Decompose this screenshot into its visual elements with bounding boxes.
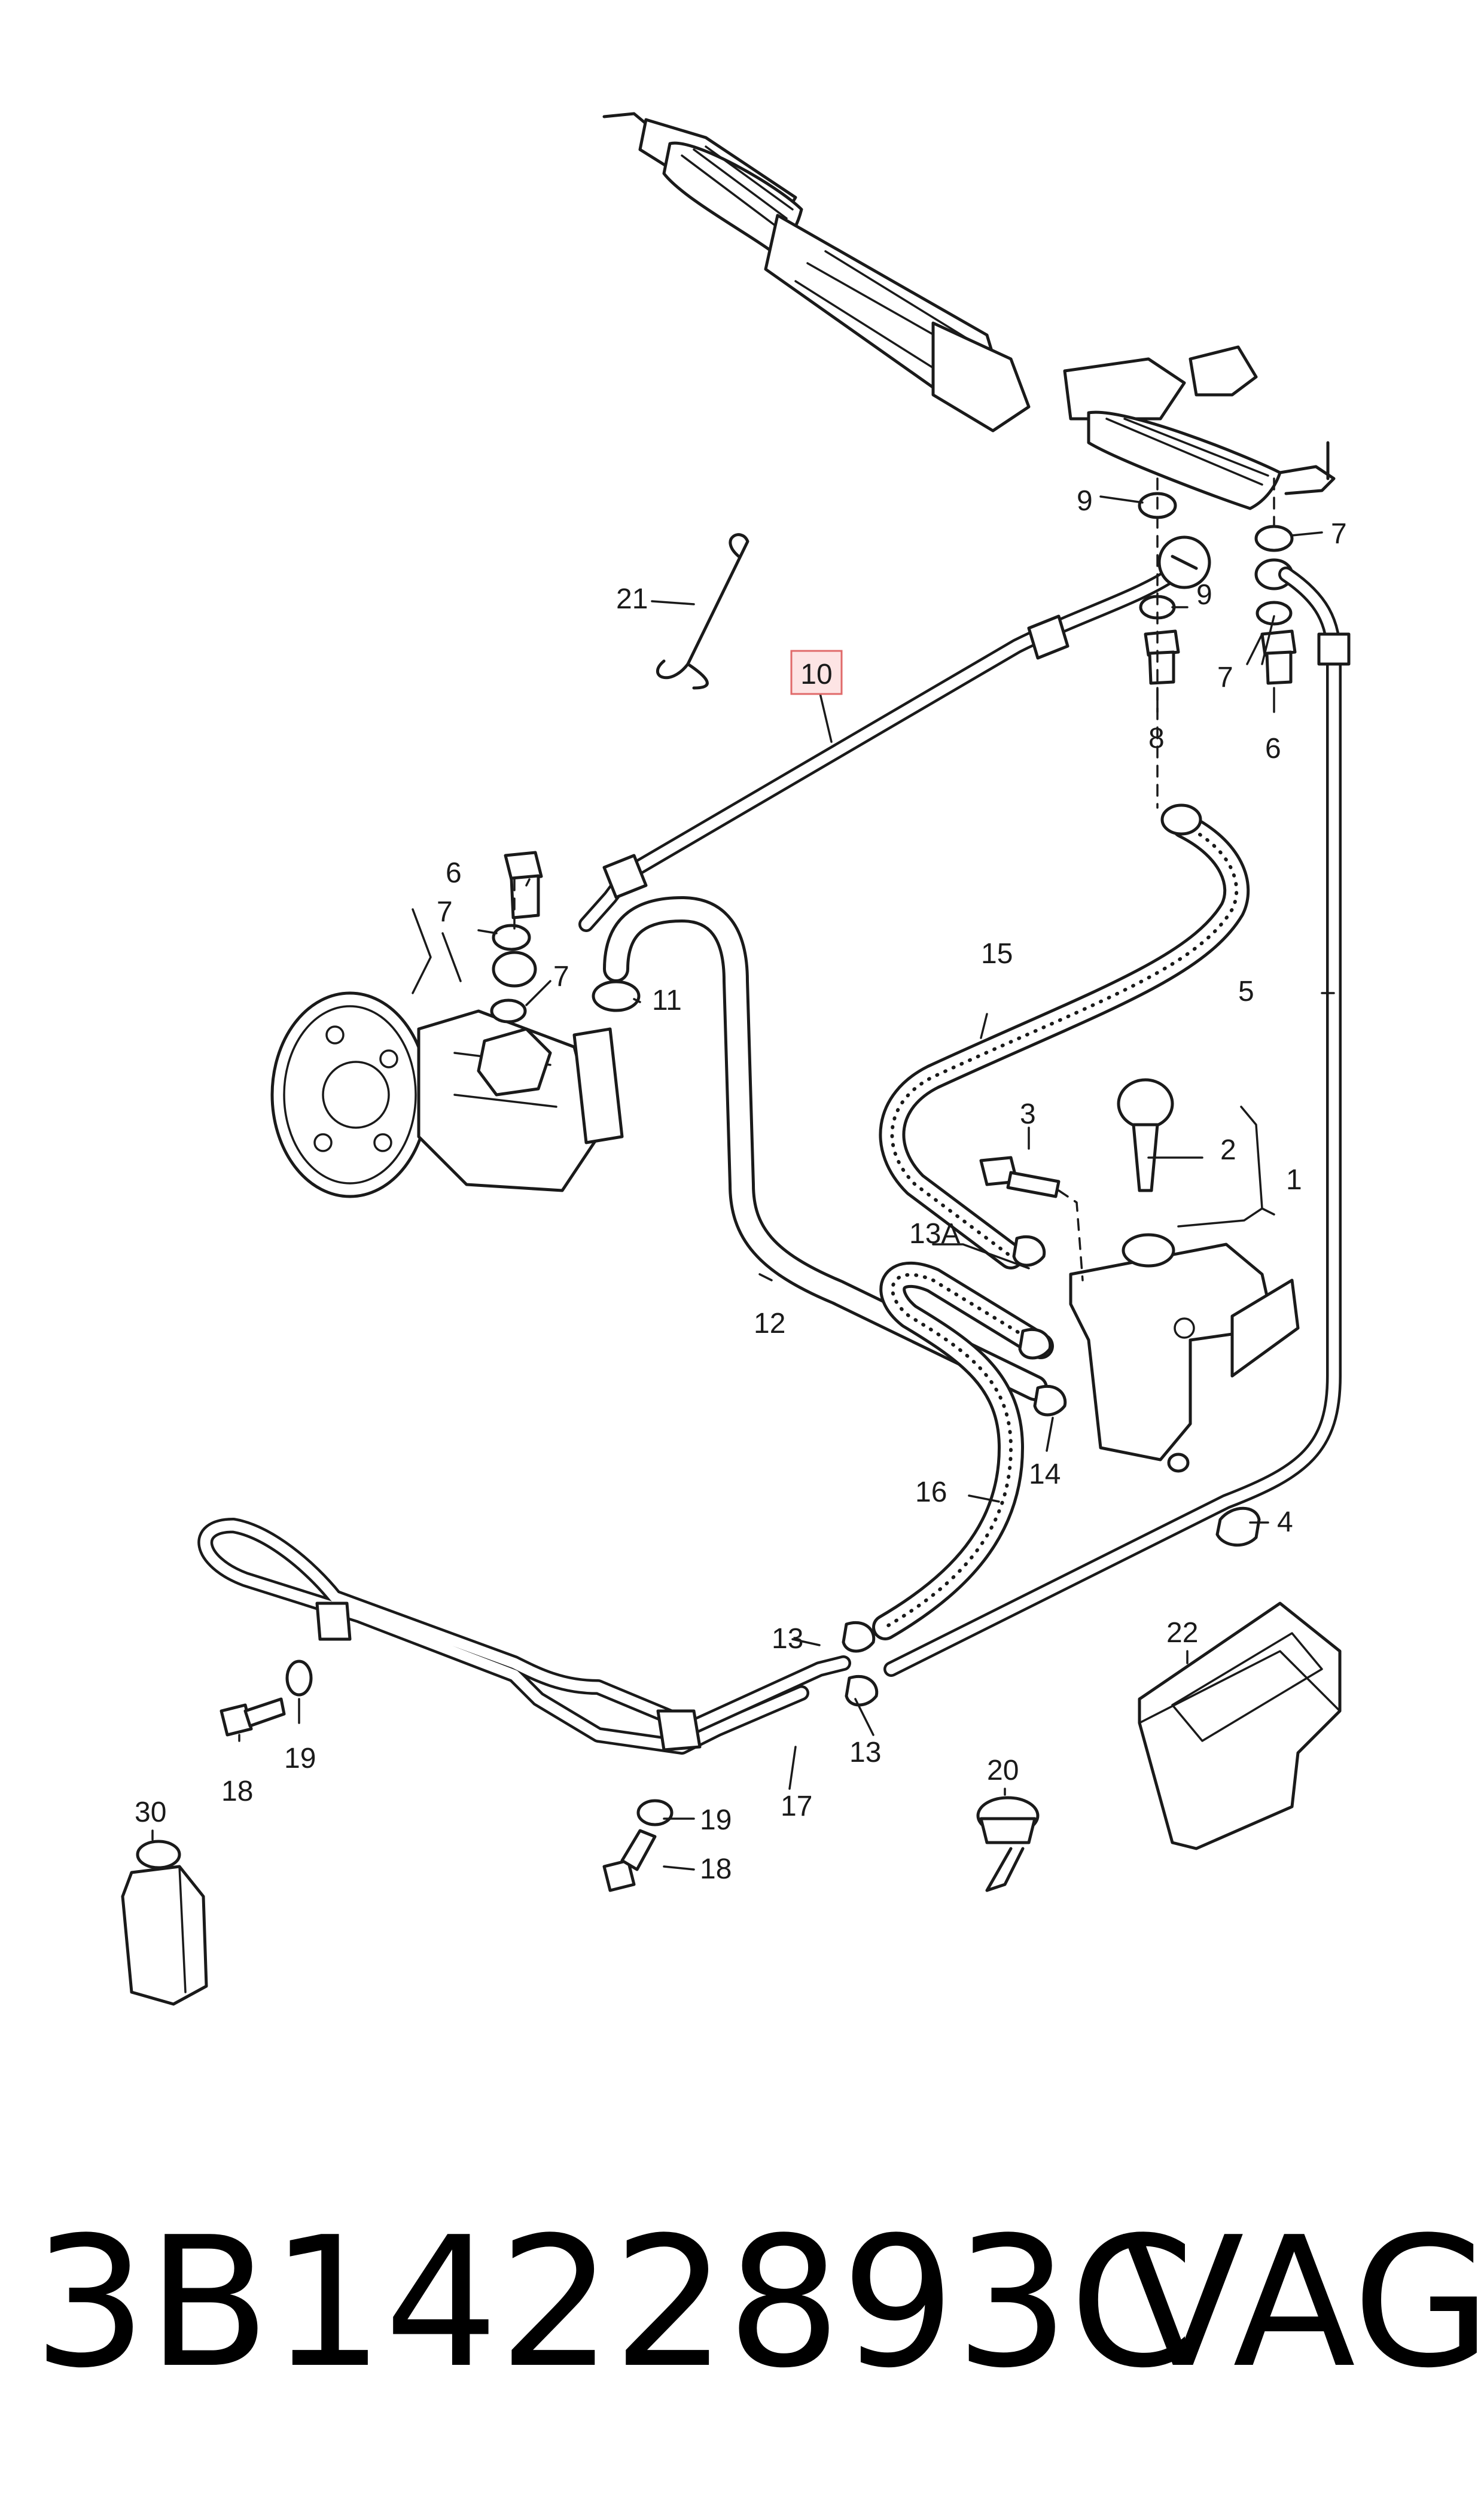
callout-13-lower: 13 (849, 1737, 881, 1768)
hose-clamp-13-lower (845, 1674, 879, 1707)
callout-7-lower-left: 7 (553, 961, 569, 992)
alignment-line-4 (1058, 1189, 1084, 1281)
callout-9-lower: 9 (1196, 579, 1212, 611)
callout-16: 16 (915, 1476, 947, 1508)
callout-1: 1 (1286, 1164, 1302, 1196)
hose-12 (603, 896, 1048, 1401)
power-steering-pump (270, 908, 624, 1198)
callout-20: 20 (987, 1755, 1019, 1786)
callout-19-left: 19 (284, 1743, 316, 1774)
rack-bellows-right (1087, 410, 1282, 510)
return-line-5 (883, 567, 1351, 1677)
callout-7-right-upper: 7 (1331, 518, 1347, 550)
seal-ring-7-right-upper (1254, 525, 1294, 552)
pressure-line-10 (578, 535, 1211, 932)
rack-bellows-left (662, 141, 803, 253)
callout-22: 22 (1166, 1617, 1198, 1649)
hose-15 (879, 803, 1250, 1269)
callout-13-upper: 13 (772, 1623, 803, 1655)
clip-21-shape (656, 533, 749, 690)
part-number: 3B1422893C (33, 2199, 1195, 2407)
banjo-bolt-8 (1144, 629, 1180, 685)
callout-6-right: 6 (1265, 733, 1281, 765)
seal-ring-7-lower-left (490, 998, 527, 1024)
cap-4 (1215, 1506, 1261, 1547)
hose-clamp-14-lower (1033, 1384, 1067, 1417)
hose-clamp-13-upper (842, 1621, 876, 1653)
bolt-18-left (220, 1697, 286, 1737)
callout-14: 14 (1029, 1459, 1061, 1490)
hose-clamp-13A (1012, 1235, 1046, 1267)
seal-ring-7-upper-left (492, 924, 531, 951)
callout-3: 3 (1020, 1098, 1036, 1130)
cooling-line-17 (197, 1518, 851, 1755)
steering-rack (602, 112, 1336, 510)
callout-9-upper: 9 (1077, 485, 1093, 517)
callout-17: 17 (781, 1791, 812, 1822)
callout-15: 15 (981, 938, 1013, 970)
banjo-bolt-6-left (504, 851, 543, 919)
callout-8: 8 (1148, 723, 1165, 754)
seal-ring-7-right-lower (1256, 601, 1293, 626)
reservoir-1 (1069, 1233, 1300, 1473)
callout-6-left: 6 (446, 857, 462, 889)
callout-18-right: 18 (700, 1853, 732, 1885)
bolt-3 (979, 1156, 1061, 1198)
tray-22 (1138, 1601, 1342, 1850)
group-bracket-1 (1177, 1106, 1275, 1228)
reservoir-cap-2 (1117, 1078, 1174, 1192)
highlight-box-10 (790, 650, 843, 695)
callout-21: 21 (616, 583, 648, 615)
callout-18-left: 18 (221, 1776, 253, 1807)
leader-lines (151, 495, 1335, 1871)
bolt-18-right (602, 1829, 657, 1892)
banjo-fitting-left (492, 951, 537, 988)
washer-19-right (636, 1799, 674, 1826)
hose-16 (872, 1261, 1054, 1640)
callout-10: 10 (800, 659, 832, 690)
fluid-bottle-30 (121, 1840, 208, 2006)
callout-19-right: 19 (700, 1804, 732, 1836)
callout-5: 5 (1238, 976, 1254, 1007)
callout-7-right-lower: 7 (1217, 662, 1233, 693)
callout-7-upper-left: 7 (437, 896, 453, 928)
callout-2: 2 (1220, 1134, 1236, 1166)
callout-11: 11 (652, 985, 682, 1016)
callout-12: 12 (754, 1308, 785, 1339)
hose-clamp-11 (592, 980, 641, 1012)
callout-4: 4 (1277, 1506, 1293, 1538)
brand-label: VAG (1122, 2199, 1484, 2407)
callout-30: 30 (135, 1797, 166, 1828)
clamp-20 (976, 1796, 1040, 1892)
callout-labels: 10 9 9 7 7 8 6 21 6 7 7 11 15 5 3 2 1 13… (135, 485, 1347, 1885)
callout-13A: 13A (909, 1218, 960, 1250)
hose-clamp-14-upper (1018, 1327, 1052, 1360)
banjo-bolt-6-right (1260, 629, 1297, 685)
washer-19-left (285, 1660, 313, 1697)
